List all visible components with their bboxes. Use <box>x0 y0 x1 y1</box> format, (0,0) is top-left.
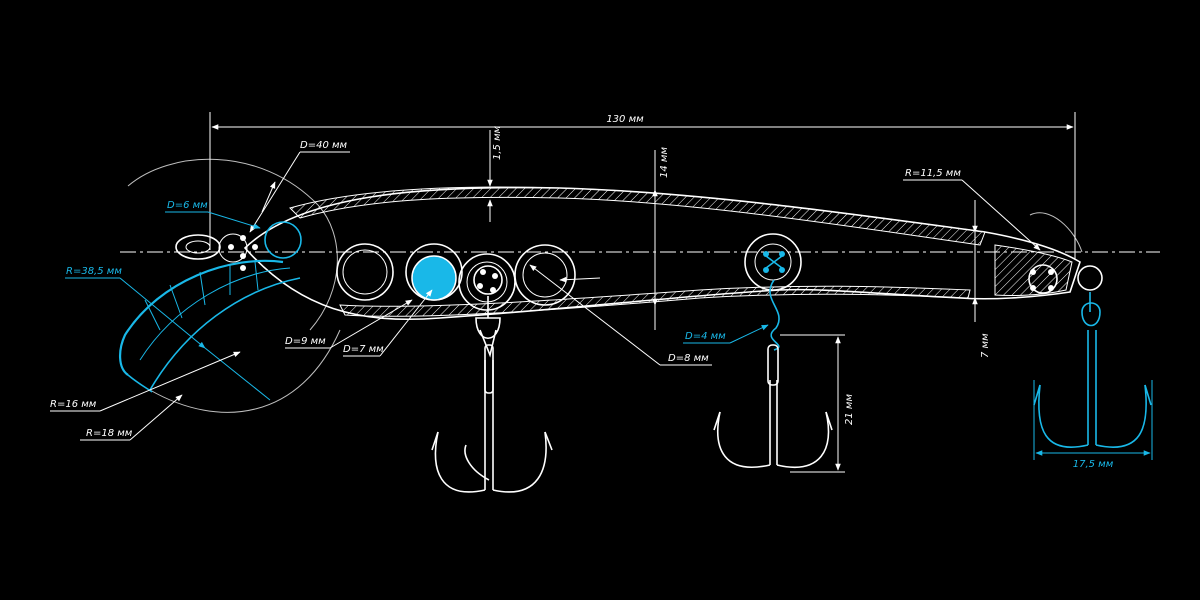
body-height-dimension: 14 мм <box>652 147 670 330</box>
tail-eye <box>1028 264 1103 294</box>
d6-label: D=6 мм <box>167 200 208 211</box>
hook-width-dimension: 17,5 мм <box>1033 380 1153 470</box>
r115-label: R=11,5 мм <box>905 168 961 179</box>
r385-callout: R=38,5 мм <box>65 266 271 401</box>
chamber-3 <box>458 253 516 311</box>
construction-arcs <box>127 158 1083 413</box>
tail-treble-hook <box>1033 292 1152 448</box>
lure-body <box>243 186 1081 321</box>
rattle-ball <box>411 255 457 301</box>
chamber-1 <box>336 243 394 301</box>
d4-label: D=4 мм <box>685 331 726 342</box>
r18-label: R=18 мм <box>86 428 133 439</box>
diving-lip <box>119 259 301 393</box>
r18-callout: R=18 мм <box>80 394 183 441</box>
d9-callout: D=9 мм <box>285 299 413 349</box>
top-wall <box>289 186 986 246</box>
body-height-label: 14 мм <box>659 147 670 178</box>
d40-callout: D=40 мм <box>249 140 350 233</box>
nose-eye <box>175 221 302 271</box>
wall-thickness-label: 1,5 мм <box>492 125 503 160</box>
hook-height-dimension: 21 мм <box>780 334 855 473</box>
front-treble-hook <box>431 344 553 493</box>
chamber-4-inner <box>522 252 568 298</box>
d9-label: D=9 мм <box>285 336 326 347</box>
hook-height-label: 21 мм <box>844 394 855 425</box>
d8-label: D=8 мм <box>668 353 709 364</box>
rear-hook-hanger <box>763 251 785 351</box>
d40-label: D=40 мм <box>300 140 348 151</box>
front-hook-hanger <box>473 265 503 358</box>
d6-callout: D=6 мм <box>165 200 261 229</box>
chamber-5 <box>744 233 802 291</box>
r16-label: R=16 мм <box>50 399 97 410</box>
overall-length-label: 130 мм <box>606 114 644 125</box>
chamber-3-inner <box>466 261 508 303</box>
hook-width-label: 17,5 мм <box>1073 459 1114 470</box>
r385-label: R=38,5 мм <box>66 266 122 277</box>
d7-label: D=7 мм <box>343 344 384 355</box>
wall-thickness-dimension: 1,5 мм <box>487 125 503 222</box>
rear-treble-hook <box>713 344 833 468</box>
d4-callout: D=4 мм <box>683 324 769 344</box>
r115-callout: R=11,5 мм <box>903 168 1041 251</box>
overall-length-dimension: 130 мм <box>209 112 1076 260</box>
r16-callout: R=16 мм <box>50 351 241 412</box>
tail-height-dimension: 7 мм <box>972 200 991 358</box>
chamber-4 <box>514 244 576 306</box>
tail-height-label: 7 мм <box>980 333 991 358</box>
chamber-5-inner <box>754 243 792 281</box>
chamber-1-inner <box>342 249 388 295</box>
d8-callout: D=8 мм <box>529 264 712 366</box>
d7-callout: D=7 мм <box>343 289 433 357</box>
